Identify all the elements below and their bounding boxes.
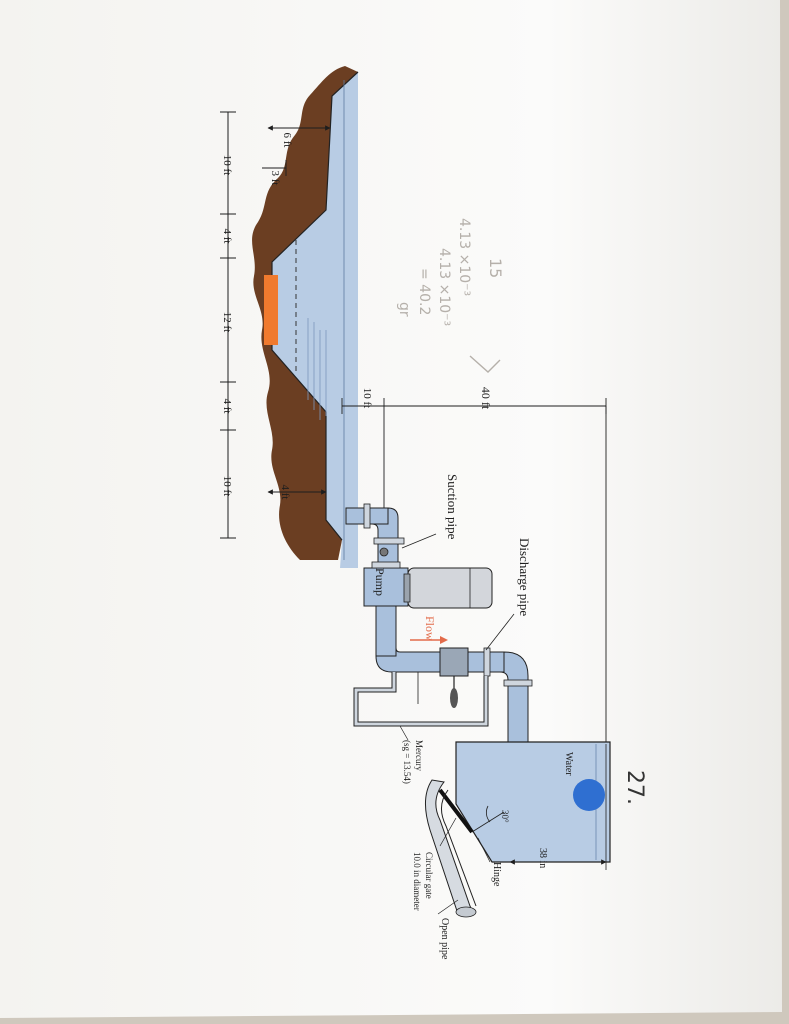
dim-label-10ft-left: 10 ft [221,155,233,175]
dim-label-4ft-left: 4 ft [221,229,233,244]
pump-label: Pump [373,568,387,596]
svg-text:4.13 ×10⁻³: 4.13 ×10⁻³ [436,248,452,326]
hinge-label: Hinge [491,862,502,887]
svg-text:gr: gr [396,302,412,317]
water-label: Water [563,752,574,776]
discharge-pipe-label: Discharge pipe [517,538,532,616]
svg-text:4.13 ×10⁻³: 4.13 ×10⁻³ [456,218,472,296]
circular-gate [438,788,474,834]
mercury-label: Mercury [414,740,424,771]
dim-label-6ft: 6 ft [281,133,293,148]
svg-text:15: 15 [486,258,505,278]
dim-label-3ft: 3 ft [269,171,281,186]
blue-ball [573,779,605,811]
suction-pipe-label: Suction pipe [445,474,460,540]
open-pipe-label: Open pipe [439,918,450,960]
canal-section [252,66,359,568]
depth-dimensions [262,125,331,495]
dim-label-12ft: 12 ft [221,312,233,332]
pump-system [345,503,533,743]
dim-label-10ft-right: 10 ft [221,476,233,496]
earth-ground [252,66,358,560]
dim-label-40ft: 40 ft [479,387,493,410]
dim-label-4ft-depth: 4 ft [279,485,291,500]
mercury-sg-label: (sg = 13.54) [402,740,412,784]
angle-label: 30° [500,810,510,823]
problem-number: 27. [622,770,647,805]
orange-marker [264,275,278,345]
tank [425,741,611,918]
gate-label-line1: Circular gate [424,852,434,899]
dim-label-10ft-elev: 10 ft [361,388,373,408]
svg-text:= 40.2: = 40.2 [416,268,432,315]
valve [439,647,469,677]
dim-label-4ft-right: 4 ft [221,399,233,414]
canal-water [272,72,358,568]
elevation-dimensions [341,398,607,744]
flow-label: Flow [423,616,437,641]
faint-handwriting: 15 4.13 ×10⁻³ 4.13 ×10⁻³ = 40.2 gr [396,218,505,373]
pump-motor [407,567,493,609]
gate-label-line2: 10.0 in diameter [412,852,422,911]
dimension-chain: 10 ft 4 ft 12 ft 4 ft 10 ft [220,111,236,539]
width-label: 38 in [537,848,548,868]
